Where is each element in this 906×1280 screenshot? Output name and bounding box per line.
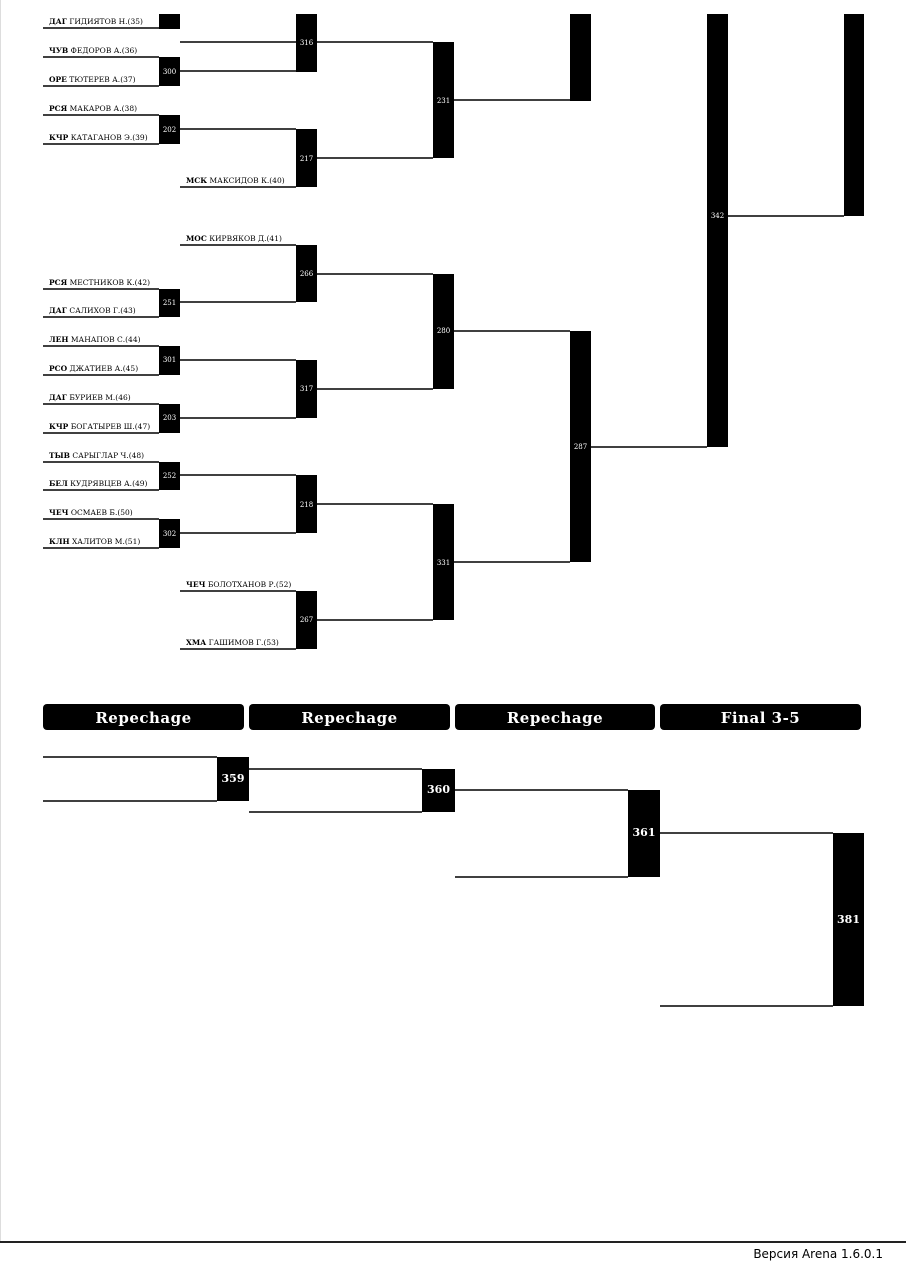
- match-box-342[interactable]: [707, 14, 728, 447]
- fighter-label: ЧЕЧ БОЛОТХАНОВ Р.(52): [186, 580, 291, 589]
- version-label: Версия Arena 1.6.0.1: [753, 1247, 883, 1261]
- match-number-267: 267: [300, 616, 313, 624]
- fighter-label: ДАГ ГИДИЯТОВ Н.(35): [49, 17, 143, 26]
- header-repechage-1: [43, 704, 244, 730]
- match-number-342: 342: [711, 212, 724, 220]
- match-box-287[interactable]: [570, 331, 591, 562]
- match-box-361[interactable]: [628, 790, 660, 877]
- match-numbers: 300 316 202 217 231 342 266 251 301 317 …: [163, 39, 860, 926]
- header-label-1: Repechage: [95, 709, 191, 727]
- match-box-202[interactable]: [159, 115, 180, 144]
- match-box-381[interactable]: [833, 833, 864, 1006]
- match-number-331: 331: [437, 559, 450, 567]
- match-box-301[interactable]: [159, 346, 180, 375]
- match-number-280: 280: [437, 327, 450, 335]
- match-box-300[interactable]: [159, 57, 180, 86]
- match-box-top: [159, 14, 180, 29]
- fighter-label: ХМА ГАШИМОВ Г.(53): [186, 638, 279, 647]
- bracket-diagram: 300 316 202 217 231 342 266 251 301 317 …: [43, 14, 864, 1007]
- fighter-label: МОС КИРВЯКОВ Д.(41): [186, 234, 282, 243]
- match-box-280[interactable]: [433, 274, 454, 389]
- match-box-267[interactable]: [296, 591, 317, 649]
- fighter-label: ДАГ БУРИЕВ М.(46): [49, 393, 131, 402]
- match-box-203[interactable]: [159, 404, 180, 433]
- header-label-3: Repechage: [507, 709, 603, 727]
- fighter-label: БЕЛ КУДРЯВЦЕВ А.(49): [49, 479, 148, 488]
- fighter-label: КЛН ХАЛИТОВ М.(51): [49, 537, 140, 546]
- fighter-label: ЧЕЧ ОСМАЕВ Б.(50): [49, 508, 133, 517]
- fighter-label: КЧР БОГАТЫРЕВ Ш.(47): [49, 422, 150, 431]
- match-box-266[interactable]: [296, 245, 317, 302]
- page-edge: [0, 0, 1, 1241]
- header-repechage-2: [249, 704, 450, 730]
- fighter-label: РСО ДЖАТИЕВ А.(45): [49, 364, 138, 373]
- fighter-label: ЧУВ ФЕДОРОВ А.(36): [49, 46, 137, 55]
- fighter-labels: ДАГ ГИДИЯТОВ Н.(35) ЧУВ ФЕДОРОВ А.(36) О…: [49, 17, 291, 647]
- match-number-359: 359: [222, 772, 245, 785]
- bracket-lines: [43, 27, 844, 1007]
- header-label-2: Repechage: [301, 709, 397, 727]
- match-box-360[interactable]: [422, 769, 455, 812]
- match-box-252[interactable]: [159, 462, 180, 490]
- match-number-251: 251: [163, 299, 176, 307]
- match-number-316: 316: [300, 39, 314, 47]
- match-number-231: 231: [437, 97, 450, 105]
- match-number-301: 301: [163, 356, 176, 364]
- match-box-top-r3: [570, 14, 591, 101]
- fighter-label: ТЫВ САРЫГЛАР Ч.(48): [49, 451, 144, 460]
- match-box-316[interactable]: [296, 14, 317, 72]
- header-repechage-3: [455, 704, 655, 730]
- match-number-202: 202: [163, 126, 176, 134]
- fighter-label: КЧР КАТАГАНОВ Э.(39): [49, 133, 148, 142]
- fighter-label: ОРЕ ТЮТЕРЕВ А.(37): [49, 75, 136, 84]
- match-number-266: 266: [300, 270, 314, 278]
- header-label-4: Final 3-5: [721, 709, 801, 727]
- match-box-231[interactable]: [433, 42, 454, 158]
- match-box-331[interactable]: [433, 504, 454, 620]
- match-box-317[interactable]: [296, 360, 317, 418]
- match-box-251[interactable]: [159, 289, 180, 317]
- footer-divider: [0, 1241, 906, 1243]
- section-headers: Repechage Repechage Repechage Final 3-5: [43, 704, 861, 730]
- match-box-218[interactable]: [296, 475, 317, 533]
- match-number-203: 203: [163, 414, 176, 422]
- match-number-302: 302: [163, 530, 176, 538]
- fighter-label: РСЯ МАКАРОВ А.(38): [49, 104, 137, 113]
- fighter-label: ДАГ САЛИХОВ Г.(43): [49, 306, 136, 315]
- match-number-300: 300: [163, 68, 176, 76]
- match-number-218: 218: [300, 501, 313, 509]
- match-number-252: 252: [163, 472, 176, 480]
- match-boxes: [159, 14, 864, 1006]
- match-number-287: 287: [574, 443, 587, 451]
- match-number-381: 381: [837, 913, 860, 926]
- header-final: [660, 704, 861, 730]
- fighter-label: РСЯ МЕСТНИКОВ К.(42): [49, 278, 150, 287]
- match-box-359[interactable]: [217, 757, 249, 801]
- match-box-302[interactable]: [159, 519, 180, 548]
- match-number-217: 217: [300, 155, 313, 163]
- match-box-217[interactable]: [296, 129, 317, 187]
- match-box-top-r5: [844, 14, 864, 216]
- fighter-label: МСК МАКСИДОВ К.(40): [186, 176, 285, 185]
- match-number-317: 317: [300, 385, 313, 393]
- match-number-360: 360: [427, 783, 450, 796]
- fighter-label: ЛЕН МАНАПОВ С.(44): [49, 335, 141, 344]
- match-number-361: 361: [633, 826, 656, 839]
